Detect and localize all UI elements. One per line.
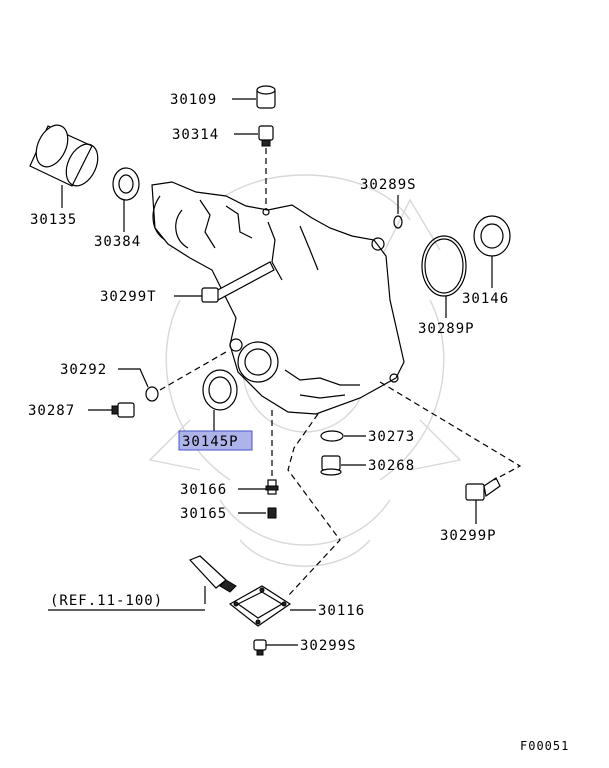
part-30166-breather[interactable] (265, 479, 279, 495)
label-30109[interactable]: 30109 (170, 92, 217, 108)
part-30268-plug[interactable] (320, 455, 342, 476)
label-30292[interactable]: 30292 (60, 362, 107, 378)
part-30145p-oil-seal[interactable] (202, 369, 238, 411)
highlight-30145p (178, 430, 253, 451)
label-30116[interactable]: 30116 (318, 603, 365, 619)
label-30299s[interactable]: 30299S (300, 638, 357, 654)
label-30273[interactable]: 30273 (368, 429, 415, 445)
label-30314[interactable]: 30314 (172, 127, 219, 143)
part-30314-plug[interactable] (258, 125, 274, 147)
part-30289p-oring[interactable] (421, 235, 467, 297)
label-30287[interactable]: 30287 (28, 403, 75, 419)
part-30135-sleeve[interactable] (29, 120, 104, 191)
label-30289p[interactable]: 30289P (418, 321, 475, 337)
label-30166[interactable]: 30166 (180, 482, 227, 498)
label-30146[interactable]: 30146 (462, 291, 509, 307)
part-30146-seal[interactable] (473, 215, 511, 257)
part-30109-cap[interactable] (256, 85, 276, 109)
label-30299t[interactable]: 30299T (100, 289, 157, 305)
label-30384[interactable]: 30384 (94, 234, 141, 250)
label-30268[interactable]: 30268 (368, 458, 415, 474)
part-sealant-tube[interactable] (188, 555, 237, 593)
part-30287-plug[interactable] (111, 402, 135, 418)
part-30289s-oring[interactable] (393, 215, 403, 229)
label-30145p[interactable]: 30145P (182, 434, 239, 450)
part-30299t-bolt[interactable] (201, 261, 275, 303)
part-30165-cap[interactable] (267, 507, 277, 519)
part-30299s-bolt[interactable] (253, 639, 267, 656)
label-30289s[interactable]: 30289S (360, 177, 417, 193)
label-30135[interactable]: 30135 (30, 212, 77, 228)
part-30116-cover[interactable] (228, 585, 292, 627)
transfer-housing (151, 181, 405, 415)
part-30292-washer[interactable] (145, 386, 159, 402)
label-30165[interactable]: 30165 (180, 506, 227, 522)
part-30273-washer[interactable] (320, 430, 344, 442)
figure-code: F00051 (520, 739, 569, 753)
label-ref-11-100[interactable]: (REF.11-100) (50, 593, 163, 609)
part-30299p-bolt[interactable] (465, 477, 501, 501)
part-30384-seal[interactable] (112, 167, 140, 201)
label-30299p[interactable]: 30299P (440, 528, 497, 544)
